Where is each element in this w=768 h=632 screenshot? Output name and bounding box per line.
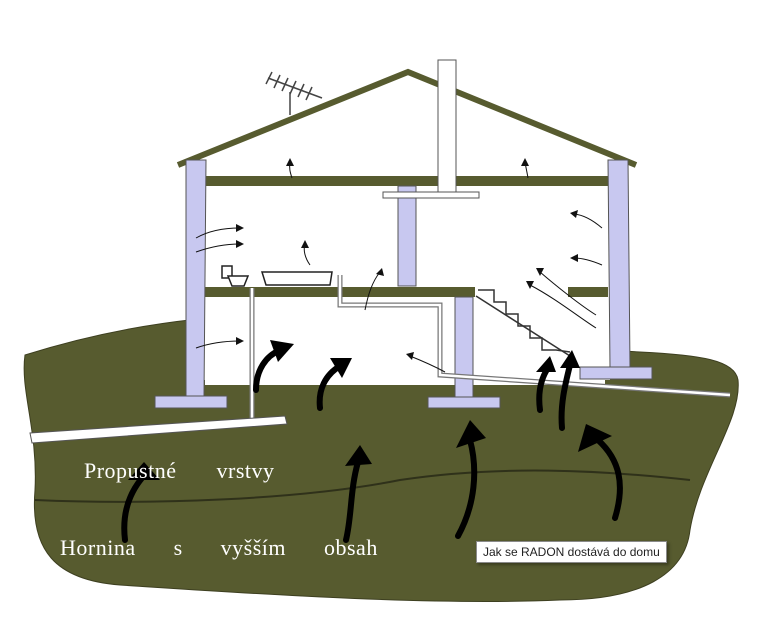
attic-floor [200,176,610,186]
pillar-left-footing [155,396,227,408]
pillar-left [186,160,206,396]
pillar-right-footing [580,367,652,379]
pillar-middle-footing [428,397,500,408]
bathtub [262,272,332,285]
label-rock-high-content: Hornina s vyšším obsah [60,535,378,561]
label-permeable-layers: Propustné vrstvy [84,458,275,484]
image-tooltip: Jak se RADON dostává do domu [476,541,667,563]
roof [178,72,636,165]
pillar-right [608,160,630,367]
ground-floor-slab-right [568,287,608,297]
pillar-middle-lower [455,297,473,397]
pillar-middle-upper [398,186,416,286]
